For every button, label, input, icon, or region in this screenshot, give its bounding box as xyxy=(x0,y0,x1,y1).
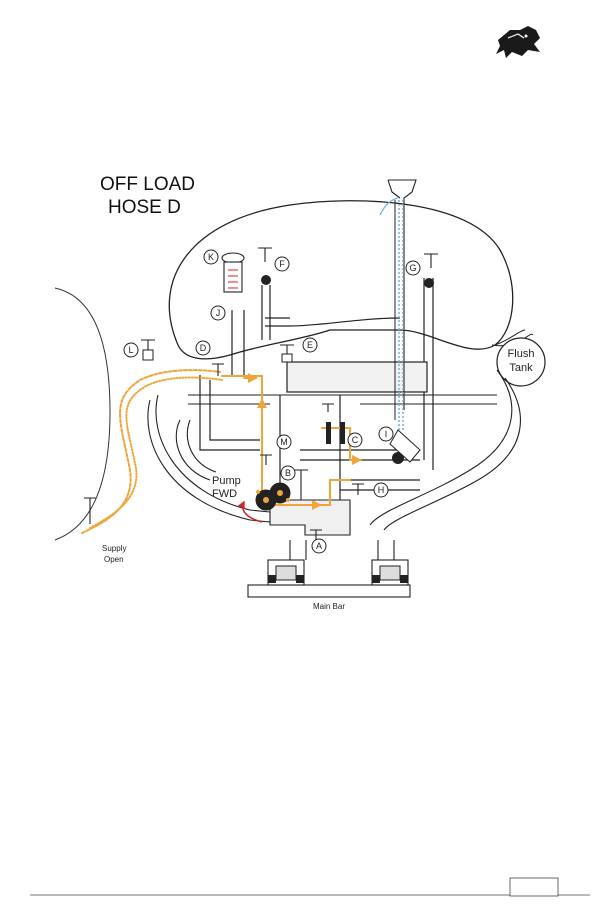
outer-pipe-loops xyxy=(147,369,521,531)
pump-direction-arrow xyxy=(237,500,263,523)
supply-label-line-1: Supply xyxy=(102,544,126,553)
valve-handles xyxy=(84,247,438,540)
valve-label-E: E xyxy=(302,337,318,353)
valve-label-J: J xyxy=(210,305,226,321)
svg-text:F: F xyxy=(279,259,285,269)
supply-label-line-2: Open xyxy=(104,555,124,564)
svg-text:L: L xyxy=(128,345,133,355)
svg-text:D: D xyxy=(200,343,207,353)
flush-tank-label-line-1: Flush xyxy=(508,348,535,360)
svg-text:M: M xyxy=(280,437,288,447)
valve-label-B: B xyxy=(280,465,296,481)
svg-text:B: B xyxy=(285,468,291,478)
svg-text:A: A xyxy=(316,541,322,551)
svg-text:I: I xyxy=(385,429,388,439)
svg-text:C: C xyxy=(352,435,359,445)
svg-text:J: J xyxy=(216,308,221,318)
pump-label-line-2: FWD xyxy=(212,488,237,500)
svg-text:K: K xyxy=(208,252,214,262)
flush-tank: Flush Tank xyxy=(496,337,546,387)
valve-label-H: H xyxy=(373,482,389,498)
diagram-title-line-2: HOSE D xyxy=(108,197,181,218)
float-gauge-icon xyxy=(221,252,245,293)
tank-outline xyxy=(168,200,514,360)
main-bar xyxy=(247,540,411,598)
pump-gears-icon xyxy=(255,482,291,511)
hull-outline xyxy=(54,287,111,541)
valve-label-F: F xyxy=(274,256,290,272)
pump-label-line-1: Pump xyxy=(212,475,241,487)
diagram-title-line-1: OFF LOAD xyxy=(100,174,195,195)
svg-text:G: G xyxy=(409,263,416,273)
svg-text:E: E xyxy=(307,340,313,350)
valve-label-C: C xyxy=(347,432,363,448)
flush-tank-label-line-2: Tank xyxy=(509,362,533,374)
valve-label-G: G xyxy=(405,260,421,276)
page-number-box xyxy=(509,877,559,897)
strainer-box xyxy=(286,361,428,393)
manifold-pipes xyxy=(199,278,434,500)
valve-label-I: I xyxy=(378,426,394,442)
valve-label-D: D xyxy=(195,340,211,356)
valve-label-L: L xyxy=(123,342,139,358)
valve-bodies xyxy=(142,275,434,464)
valve-label-K: K xyxy=(203,249,219,265)
vent-pipe xyxy=(379,179,417,430)
fuel-flow-path xyxy=(81,369,362,534)
svg-text:H: H xyxy=(378,485,385,495)
valve-label-A: A xyxy=(311,538,327,554)
main-bar-label: Main Bar xyxy=(313,602,345,611)
valve-label-M: M xyxy=(276,434,292,450)
manifold-block xyxy=(269,499,351,536)
wolf-head-logo-icon xyxy=(496,26,540,58)
